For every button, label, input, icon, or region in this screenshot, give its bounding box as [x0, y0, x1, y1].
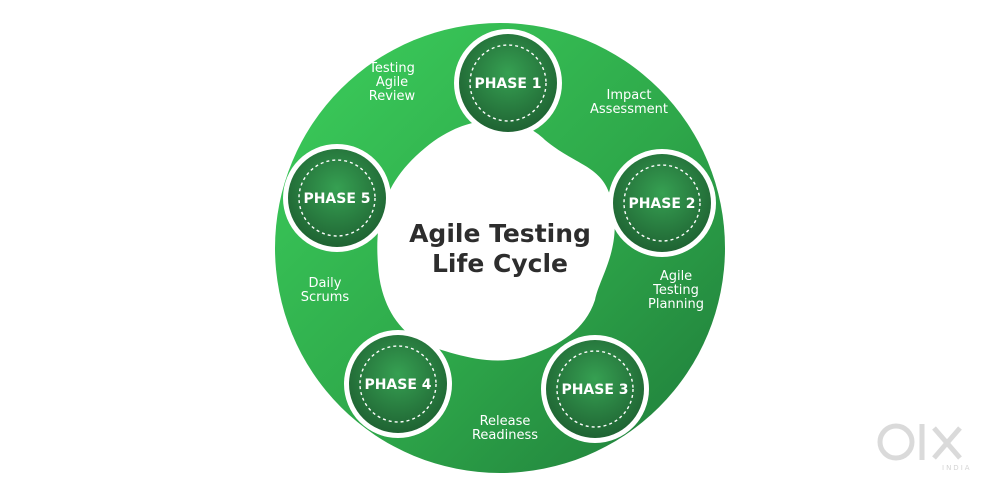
step-label-line: Agile — [660, 269, 692, 284]
phase-label-5: PHASE 5 — [303, 191, 370, 207]
phase-node-1: PHASE 1 — [454, 29, 562, 137]
phase-nodes: PHASE 1 PHASE 2 PHASE 3 PHASE 4 PHASE 5 — [283, 29, 716, 443]
phase-node-4: PHASE 4 — [344, 330, 452, 438]
watermark-sub: INDIA — [942, 464, 972, 472]
phase-node-dashed-ring — [623, 164, 701, 242]
step-label-line: Review — [369, 89, 416, 104]
phase-label-4: PHASE 4 — [364, 377, 431, 393]
step-label-line: Agile — [376, 75, 408, 90]
step-label-line: Planning — [648, 297, 704, 312]
phase-node-fill — [288, 149, 386, 247]
step-label-line: Daily — [309, 276, 342, 291]
phase-node-dashed-ring — [359, 345, 437, 423]
step-label-line: Testing — [368, 61, 415, 76]
step-label-line: Scrums — [301, 290, 350, 305]
phase-node-dashed-ring — [556, 350, 634, 428]
phase-node-fill — [613, 154, 711, 252]
phase-label-2: PHASE 2 — [628, 196, 695, 212]
phase-node-fill — [546, 340, 644, 438]
step-label-line: Impact — [607, 88, 652, 103]
phase-node-fill — [459, 34, 557, 132]
step-label-line: Assessment — [590, 102, 668, 117]
step-label-line: Readiness — [472, 428, 538, 443]
phase-node-fill — [349, 335, 447, 433]
phase-node-dashed-ring — [469, 44, 547, 122]
step-label-line: Release — [480, 414, 531, 429]
diagram-title-line-2: Life Cycle — [432, 249, 568, 278]
phase-label-1: PHASE 1 — [474, 76, 541, 92]
center-pinwheel — [377, 120, 615, 361]
phase-node-dashed-ring — [298, 159, 376, 237]
phase-label-3: PHASE 3 — [561, 382, 628, 398]
olx-watermark-logo: INDIA — [877, 423, 972, 472]
phase-node-5: PHASE 5 — [283, 144, 391, 252]
diagram-title-line-1: Agile Testing — [409, 219, 591, 248]
step-label-line: Testing — [652, 283, 699, 298]
phase-node-2: PHASE 2 — [608, 149, 716, 257]
phase-node-3: PHASE 3 — [541, 335, 649, 443]
